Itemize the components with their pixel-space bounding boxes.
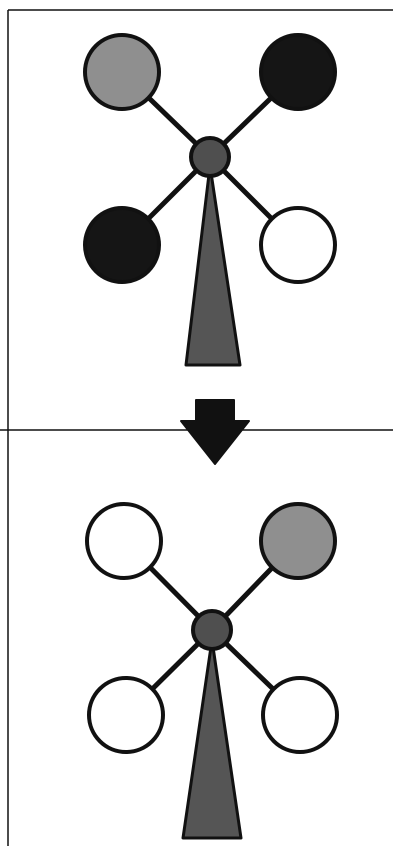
disk-top-right	[259, 502, 337, 580]
disk-bottom-right	[261, 676, 339, 754]
disk-top-right	[259, 33, 337, 111]
disk-top-left	[83, 33, 161, 111]
hub	[189, 136, 231, 178]
disk-bottom-left	[87, 676, 165, 754]
stem	[184, 164, 242, 367]
arrow-down-icon	[180, 399, 250, 465]
panel-before	[83, 33, 337, 367]
disk-bottom-left	[83, 206, 161, 284]
disk-top-left	[85, 502, 163, 580]
disk-bottom-right	[259, 206, 337, 284]
stem	[181, 638, 243, 840]
hub	[191, 609, 233, 651]
panel-after	[85, 502, 339, 840]
